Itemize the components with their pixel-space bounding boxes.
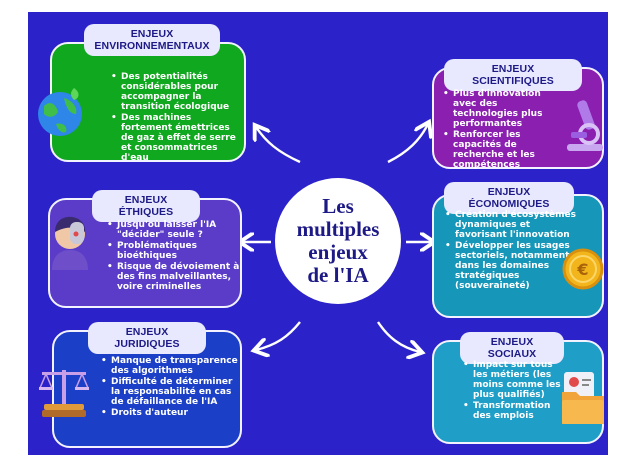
card-environmental: ENJEUX ENVIRONNEMENTAUX Des potentialité…	[50, 24, 246, 164]
list-item: Renforcer les capacités de recherche et …	[442, 130, 562, 170]
list-item: Difficulté de déterminer la responsabili…	[100, 377, 242, 407]
list-item: Transformation des emplois	[462, 401, 564, 421]
card-environmental-list: Des potentialités considérables pour acc…	[110, 72, 242, 164]
arrow-to-env	[256, 127, 301, 164]
list-item: Risque de dévoiement à des fins malveill…	[106, 262, 240, 292]
card-social-list: Impact sur tous les métiers (les moins c…	[462, 360, 564, 422]
arrow-to-jur	[256, 321, 301, 350]
card-legal-list: Manque de transparence des algorithmes D…	[100, 356, 242, 419]
card-economic-title: ENJEUX ÉCONOMIQUES	[444, 182, 574, 214]
svg-text:€: €	[576, 260, 588, 279]
card-environmental-title: ENJEUX ENVIRONNEMENTAUX	[84, 24, 220, 56]
card-social: ENJEUX SOCIAUX Impact sur tous les métie…	[432, 332, 604, 444]
folder-profile-icon	[562, 372, 604, 424]
card-ethical-title: ENJEUX ÉTHIQUES	[92, 190, 200, 222]
globe-icon	[38, 88, 82, 136]
infographic-canvas: ENJEUX ENVIRONNEMENTAUX Des potentialité…	[28, 12, 608, 455]
list-item: Création d'écosystèmes dynamiques et fav…	[444, 210, 576, 240]
ai-face-icon	[52, 216, 88, 270]
list-item: Impact sur tous les métiers (les moins c…	[462, 360, 564, 400]
microscope-icon	[567, 100, 603, 151]
list-item: Des machines fortement émettrices de gaz…	[110, 113, 242, 163]
arrow-to-sci	[387, 124, 428, 164]
card-scientific: ENJEUX SCIENTIFIQUES Plus d'innovation a…	[432, 59, 604, 171]
card-legal-title: ENJEUX JURIDIQUES	[88, 322, 206, 354]
connector-arrows	[28, 12, 608, 455]
card-scientific-title: ENJEUX SCIENTIFIQUES	[444, 59, 582, 91]
list-item: Jusqu'où laisser l'IA "décider" seule ?	[106, 220, 240, 240]
list-item: Manque de transparence des algorithmes	[100, 356, 242, 376]
card-scientific-list: Plus d'innovation avec des technologies …	[442, 89, 562, 171]
scales-of-justice-icon	[38, 370, 90, 417]
list-item: Problématiques bioéthiques	[106, 241, 240, 261]
list-item: Droits d'auteur	[100, 408, 242, 418]
arrow-to-soc	[377, 321, 420, 352]
central-topic-circle: Les multiples enjeux de l'IA	[275, 178, 401, 304]
list-item: Des potentialités considérables pour acc…	[110, 72, 242, 112]
card-economic-list: Création d'écosystèmes dynamiques et fav…	[444, 210, 576, 292]
central-topic-title: Les multiples enjeux de l'IA	[296, 194, 380, 287]
list-item: Plus d'innovation avec des technologies …	[442, 89, 562, 129]
card-social-title: ENJEUX SOCIAUX	[460, 332, 564, 364]
list-item: Développer les usages sectoriels, notamm…	[444, 241, 576, 291]
card-ethical-list: Jusqu'où laisser l'IA "décider" seule ? …	[106, 220, 240, 293]
euro-coin-icon: €	[562, 248, 604, 290]
